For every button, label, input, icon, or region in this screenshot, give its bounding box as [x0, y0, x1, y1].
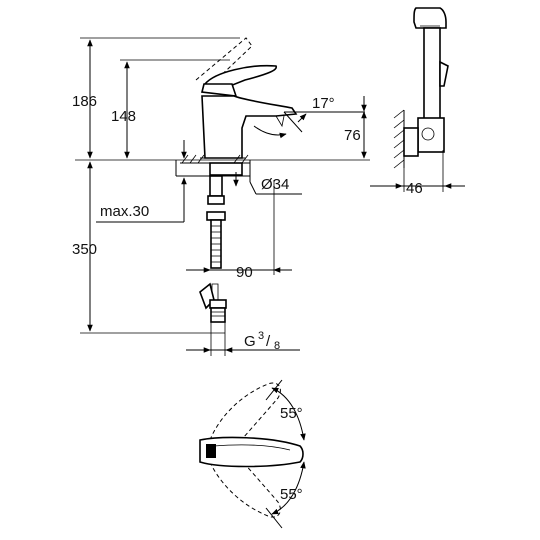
dim-label-55-bottom: 55°	[280, 486, 303, 503]
angle-ref-oblique	[283, 111, 303, 133]
dim-label-55-top: 55°	[280, 405, 303, 422]
angle-arc-55-bottom	[271, 461, 306, 515]
dim-label-thread-num: 3	[258, 330, 264, 342]
dim-label-148: 148	[111, 108, 136, 125]
dim-label-76: 76	[344, 127, 361, 144]
supply-hose	[199, 175, 227, 323]
angle-arc-17	[253, 125, 287, 139]
dim-label-thread-g: G	[244, 333, 256, 350]
dim-label-max30: max.30	[100, 203, 149, 220]
dim-label-350: 350	[72, 241, 97, 258]
thread-slash: /	[266, 333, 271, 350]
hand-shower	[413, 7, 449, 153]
angle-arrow-17	[297, 113, 307, 123]
dim-label-90: 90	[236, 264, 253, 281]
faucet-body	[200, 64, 298, 159]
lever-open-outline	[195, 37, 253, 85]
angle-arc-55-top	[271, 387, 306, 441]
dim-label-dia34: Ø34	[261, 176, 289, 193]
dim-label-17deg: 17°	[312, 95, 335, 112]
wall-hatch	[393, 109, 419, 169]
dim-label-thread-den: 8	[274, 340, 280, 352]
angle-ref-top	[265, 379, 283, 401]
dim-label-46: 46	[406, 180, 423, 197]
angle-ref-bottom	[265, 507, 283, 529]
dim-label-186: 186	[72, 93, 97, 110]
